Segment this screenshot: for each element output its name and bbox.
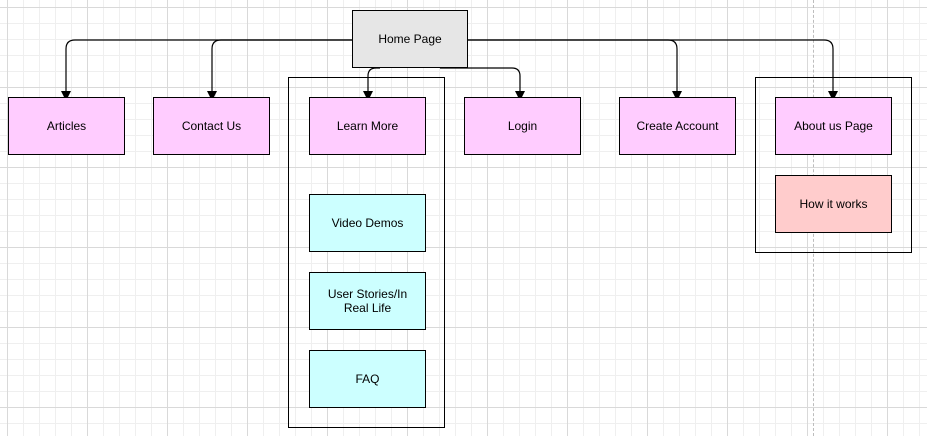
about-us-group [755,77,912,253]
home-page-node[interactable]: Home Page [352,10,468,68]
user-stories-label: User Stories/In Real Life [327,287,408,315]
faq-label: FAQ [355,372,380,386]
connector-login [440,67,525,101]
contact-us-label: Contact Us [181,119,242,133]
learn-more-node[interactable]: Learn More [309,97,426,155]
articles-label: Articles [46,119,87,133]
about-us-label: About us Page [794,119,873,133]
connector-create-account [468,39,682,101]
learn-more-group [288,77,445,428]
faq-node[interactable]: FAQ [309,350,426,408]
create-account-node[interactable]: Create Account [619,97,736,155]
user-stories-node[interactable]: User Stories/In Real Life [309,272,426,330]
learn-more-label: Learn More [336,119,399,133]
login-label: Login [507,119,538,133]
login-node[interactable]: Login [464,97,581,155]
create-account-label: Create Account [636,119,719,133]
video-demos-label: Video Demos [331,216,404,230]
how-it-works-node[interactable]: How it works [775,175,892,233]
home-page-label: Home Page [378,32,442,46]
video-demos-node[interactable]: Video Demos [309,194,426,252]
how-it-works-label: How it works [799,197,868,211]
about-us-node[interactable]: About us Page [775,97,892,155]
contact-us-node[interactable]: Contact Us [153,97,270,155]
articles-node[interactable]: Articles [8,97,125,155]
